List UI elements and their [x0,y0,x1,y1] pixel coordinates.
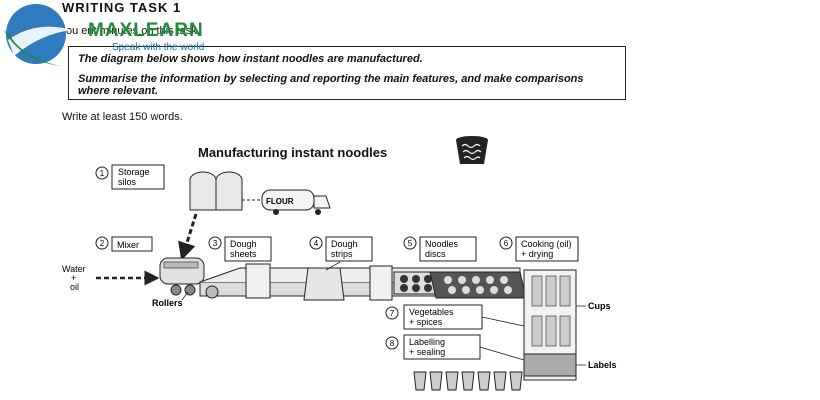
silos-icon [189,171,243,211]
svg-text:8: 8 [390,339,395,348]
svg-text:Vegetables: Vegetables [409,307,454,317]
noodle-discs-icon [393,271,443,295]
svg-text:silos: silos [118,177,137,187]
finished-cups-icon [413,371,523,391]
svg-text:5: 5 [408,239,413,248]
svg-text:Storage: Storage [118,167,150,177]
brand-name: MAXLEARN [88,20,204,41]
svg-text:7: 7 [390,309,395,318]
labels-label: Labels [588,360,617,370]
svg-text:Dough: Dough [230,239,257,249]
noodle-cup-icon [456,136,488,164]
svg-text:3: 3 [213,239,218,248]
svg-text:Water: Water [62,264,86,274]
cups-conveyor [523,269,577,381]
step-6-cooking-drying: 6 Cooking (oil) + drying [499,236,579,262]
step-4-dough-strips: 4 Dough strips [309,236,373,262]
diagram-title: Manufacturing instant noodles [198,145,388,160]
step-5-noodles-discs: 5 Noodles discs [403,236,477,262]
prompt-line-2: Summarise the information by selecting a… [78,73,584,97]
prompt-line-1: The diagram below shows how instant nood… [78,53,423,65]
mixer-machine-icon [159,257,205,296]
svg-text:2: 2 [100,239,105,248]
svg-text:sheets: sheets [230,249,257,259]
svg-text:FLOUR: FLOUR [266,197,294,206]
time-instruction: ou ent minutes on this task. [66,25,200,37]
maxlearn-logo-icon [4,4,72,66]
svg-text:6: 6 [504,239,509,248]
step-7-vegetables-spices: 7 Vegetables + spices [385,304,525,330]
svg-text:1: 1 [100,169,105,178]
svg-text:strips: strips [331,249,353,259]
prompt-box [68,46,626,100]
cutter-icon [303,267,345,301]
svg-text:+ spices: + spices [409,317,443,327]
brand-tagline: Speak with the world [112,42,205,53]
step-3-dough-sheets: 3 Dough sheets [208,236,272,262]
rollers-label: Rollers [152,298,183,308]
svg-text:+ sealing: + sealing [409,347,445,357]
step-2-mixer: 2 Mixer [95,236,153,252]
flour-truck-icon: FLOUR [242,189,331,215]
task-heading: WRITING TASK 1 [62,0,182,15]
svg-text:oil: oil [70,282,79,292]
forming-block-icon [369,265,393,301]
word-limit: Write at least 150 words. [62,111,183,123]
svg-text:4: 4 [314,239,319,248]
roller-press-icon [245,263,271,299]
svg-text:+ drying: + drying [521,249,553,259]
svg-text:discs: discs [425,249,446,259]
svg-text:+: + [71,273,76,283]
step-1-storage-silos: 1 Storage silos [95,164,165,190]
svg-text:Dough: Dough [331,239,358,249]
svg-text:Noodles: Noodles [425,239,459,249]
step-8-labelling-sealing: 8 Labelling + sealing [385,334,525,361]
svg-text:Mixer: Mixer [117,240,139,250]
cups-label: Cups [588,301,611,311]
svg-text:Cooking (oil): Cooking (oil) [521,239,572,249]
svg-text:Labelling: Labelling [409,337,445,347]
water-oil-input: Water + oil [62,264,160,292]
cooking-tray-icon [429,271,527,299]
